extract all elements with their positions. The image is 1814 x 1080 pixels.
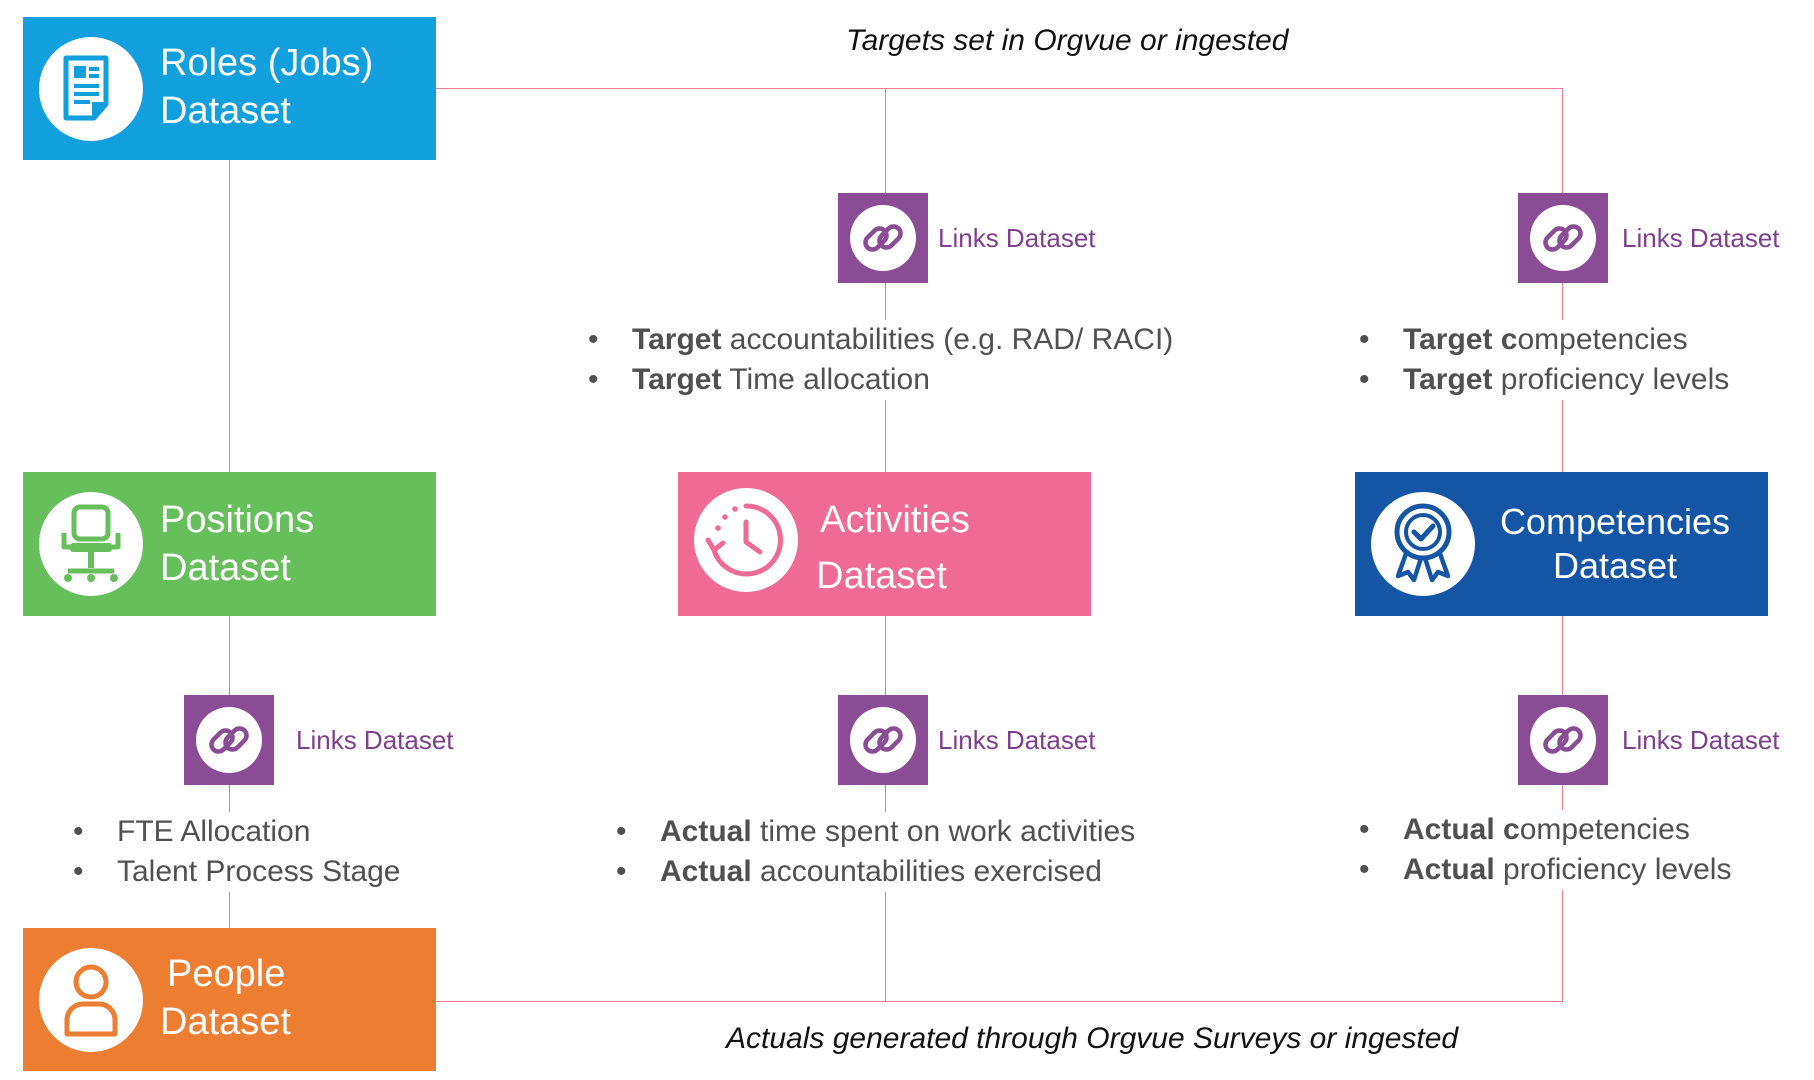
wire-competencies-bottom (1562, 616, 1563, 1002)
bullets-positions-people: FTE Allocation Talent Process Stage (73, 812, 401, 892)
positions-dataset-box[interactable]: Positions Dataset (23, 472, 436, 616)
wire-activities-bottom (885, 616, 886, 1002)
list-item: Target Time allocation (588, 360, 1173, 400)
positions-dataset-title: Positions Dataset (160, 496, 314, 592)
link-chain-icon (196, 707, 262, 773)
list-item: Actual proficiency levels (1359, 850, 1731, 890)
links-label-activities-people: Links Dataset (938, 725, 1096, 755)
list-item: Actual time spent on work activities (616, 812, 1135, 852)
list-item: Target proficiency levels (1359, 360, 1729, 400)
links-label-roles-activities: Links Dataset (938, 223, 1096, 253)
links-label-roles-competencies: Links Dataset (1622, 223, 1780, 253)
caption-actuals: Actuals generated through Orgvue Surveys… (726, 1022, 1459, 1055)
competencies-dataset-title: Competencies Dataset (1485, 500, 1745, 588)
competencies-dataset-box[interactable]: Competencies Dataset (1355, 472, 1768, 616)
activities-title-line1: Activities (820, 499, 970, 541)
activities-dataset-title: Activities Dataset (816, 492, 970, 604)
office-chair-icon (39, 492, 143, 596)
list-item: Target competencies (1359, 320, 1729, 360)
wire-roles-positions (229, 160, 230, 472)
people-title-line2: Dataset (160, 1001, 291, 1043)
links-label-positions-people: Links Dataset (296, 725, 454, 755)
link-chain-icon (850, 205, 916, 271)
links-dataset-activities-people[interactable] (838, 695, 928, 785)
roles-title-line2: Dataset (160, 90, 291, 132)
bullets-roles-competencies: Target competencies Target proficiency l… (1359, 320, 1730, 400)
caption-targets: Targets set in Orgvue or ingested (846, 24, 1289, 57)
list-item: Actual accountabilities exercised (616, 852, 1135, 892)
list-item: Actual competencies (1359, 810, 1731, 850)
positions-title-line1: Positions (160, 499, 315, 541)
link-chain-icon (1530, 707, 1596, 773)
wire-bottom-horizontal (436, 1001, 1563, 1002)
people-dataset-title: People Dataset (160, 950, 291, 1046)
positions-title-line2: Dataset (160, 547, 291, 589)
bullets-roles-activities: Target accountabilities (e.g. RAD/ RACI)… (588, 320, 1174, 400)
competencies-title-line1: Competencies (1499, 501, 1731, 542)
links-label-competencies-people: Links Dataset (1622, 725, 1780, 755)
people-title-line1: People (167, 953, 286, 995)
link-chain-icon (850, 707, 916, 773)
links-dataset-roles-activities[interactable] (838, 193, 928, 283)
person-icon (39, 948, 143, 1052)
bullets-competencies-people: Actual competencies Actual proficiency l… (1359, 810, 1732, 890)
bullets-activities-people: Actual time spent on work activities Act… (616, 812, 1136, 892)
activities-title-line2: Dataset (816, 555, 947, 597)
clock-icon (694, 488, 798, 592)
document-icon (39, 37, 143, 141)
roles-dataset-title: Roles (Jobs) Dataset (160, 39, 373, 135)
links-dataset-competencies-people[interactable] (1518, 695, 1608, 785)
links-dataset-roles-competencies[interactable] (1518, 193, 1608, 283)
activities-dataset-box[interactable]: Activities Dataset (678, 472, 1091, 616)
list-item: FTE Allocation (73, 812, 401, 852)
competencies-title-line2: Dataset (1552, 545, 1678, 586)
roles-title-line1: Roles (Jobs) (160, 42, 374, 84)
wire-top-horizontal (436, 88, 1563, 89)
list-item: Target accountabilities (e.g. RAD/ RACI) (588, 320, 1173, 360)
award-ribbon-icon (1371, 492, 1475, 596)
link-chain-icon (1530, 205, 1596, 271)
list-item: Talent Process Stage (73, 852, 401, 892)
roles-dataset-box[interactable]: Roles (Jobs) Dataset (23, 17, 436, 160)
links-dataset-positions-people[interactable] (184, 695, 274, 785)
people-dataset-box[interactable]: People Dataset (23, 928, 436, 1071)
